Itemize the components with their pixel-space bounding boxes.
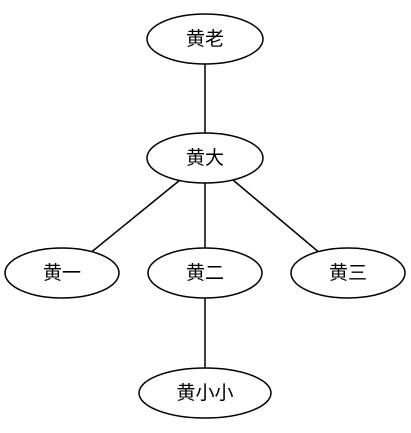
node-grandchild-label: 黄小小 <box>176 382 233 404</box>
node-grandchild: 黄小小 <box>138 367 272 419</box>
node-root-label: 黄老 <box>186 28 224 50</box>
edge-parent-child-1 <box>88 179 181 255</box>
node-parent-label: 黄大 <box>186 147 224 169</box>
node-child-3-label: 黄三 <box>329 262 367 284</box>
node-root: 黄老 <box>146 13 264 65</box>
node-child-1-label: 黄一 <box>43 262 81 284</box>
node-child-2-label: 黄二 <box>186 262 224 284</box>
node-parent: 黄大 <box>146 132 264 184</box>
node-child-1: 黄一 <box>4 247 120 299</box>
node-child-3: 黄三 <box>290 247 406 299</box>
node-child-2: 黄二 <box>147 247 263 299</box>
edge-parent-child-3 <box>232 179 322 255</box>
